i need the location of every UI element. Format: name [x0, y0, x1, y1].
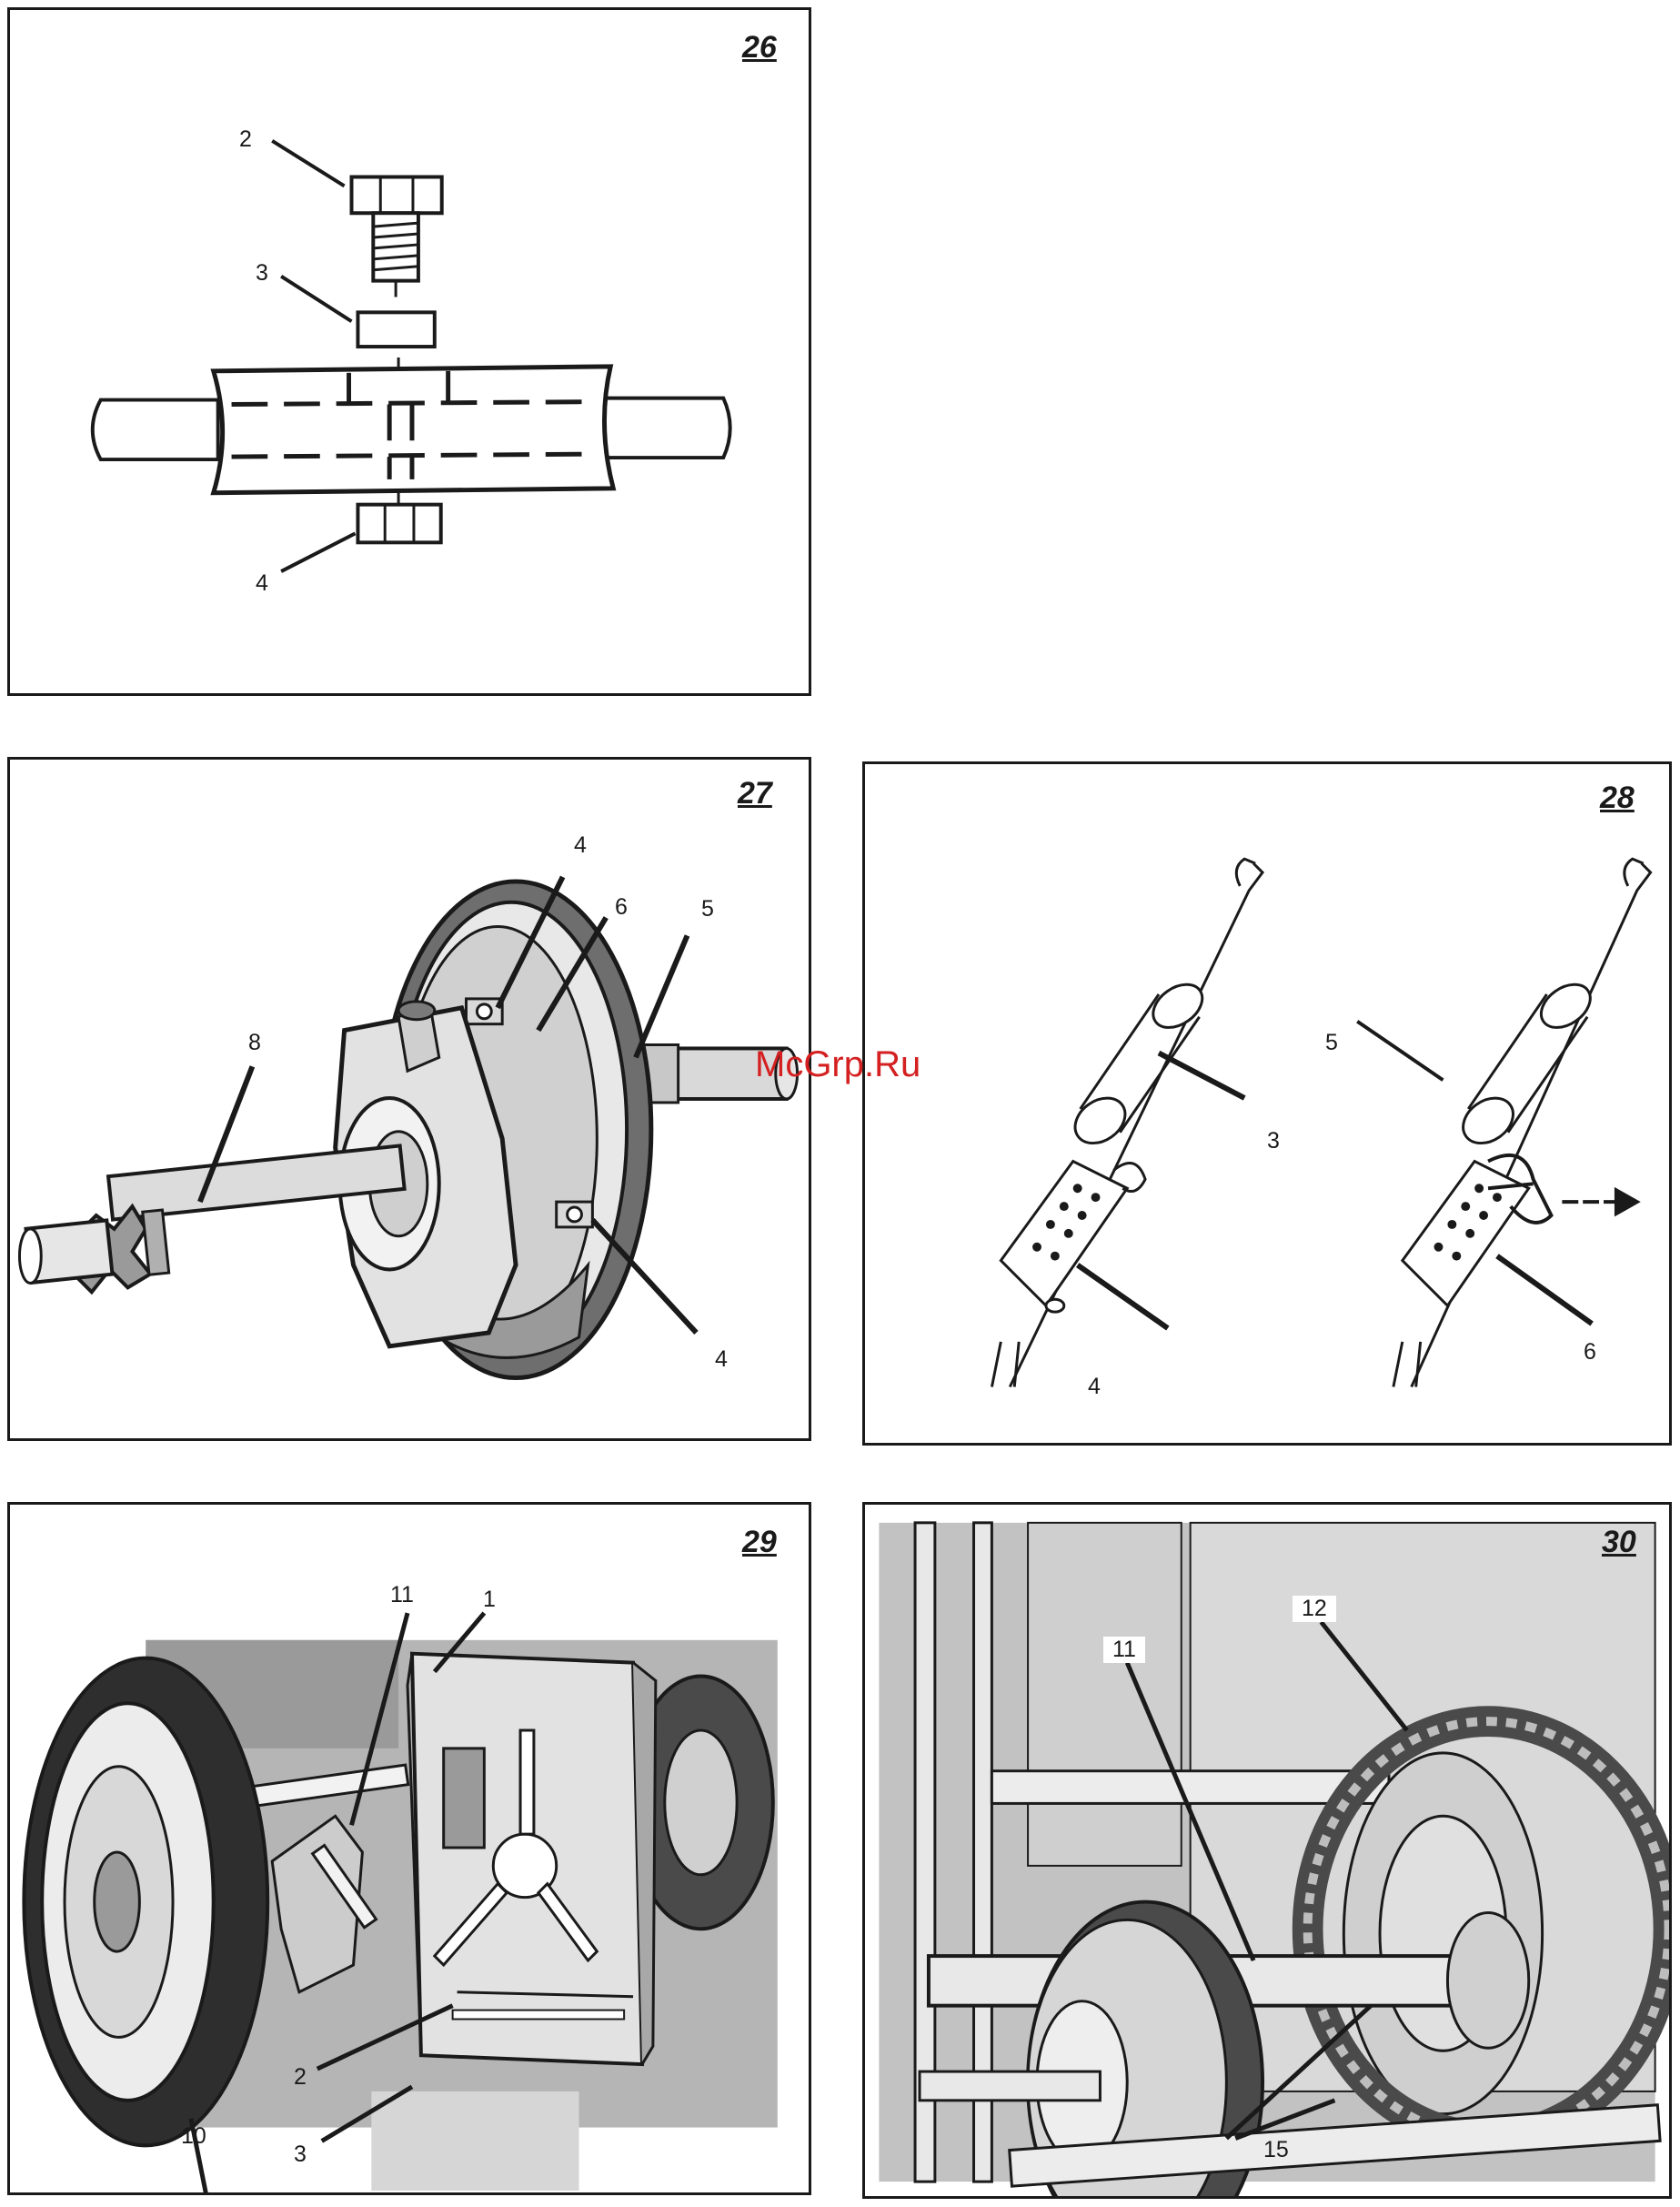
- figure-26-drawing: [10, 10, 809, 693]
- callout-4-bottom: 4: [715, 1346, 728, 1373]
- figure-28-panel: 28 3 4 5 6: [862, 761, 1672, 1446]
- callout-4: 4: [256, 570, 268, 597]
- cable-sleeve-left: [1067, 976, 1211, 1153]
- shaft-right: [601, 398, 729, 458]
- figure-30-number: 30: [1602, 1525, 1636, 1560]
- figure-27-drawing: [10, 760, 809, 1438]
- figure-30-panel: 30 12 11 15: [862, 1502, 1672, 2199]
- callout-2: 2: [294, 2064, 307, 2091]
- callout-5: 5: [1325, 1030, 1338, 1056]
- figure-29-panel: 29 11 1 2 3 10: [7, 1502, 811, 2195]
- callout-1: 1: [483, 1587, 496, 1613]
- figure-28-number: 28: [1600, 781, 1635, 816]
- watermark: McGrp.Ru: [755, 1044, 920, 1085]
- figure-27-number: 27: [738, 776, 772, 811]
- callout-10: 10: [181, 2123, 206, 2150]
- mounting-bolt-bottom: [557, 1202, 593, 1227]
- callout-8: 8: [248, 1030, 261, 1056]
- direction-arrow-icon: [1562, 1190, 1636, 1214]
- bolt-head: [352, 177, 442, 214]
- callout-2: 2: [239, 126, 252, 153]
- callout-5: 5: [701, 896, 714, 922]
- callout-3: 3: [1267, 1128, 1280, 1154]
- callout-11: 11: [1103, 1637, 1145, 1663]
- figure-30-drawing: [865, 1505, 1669, 2196]
- callout-4-top: 4: [574, 832, 587, 859]
- cable-sleeve-right: [1454, 976, 1598, 1153]
- figure-27-panel: 27 4 6 5 8 4: [7, 757, 811, 1441]
- mounting-bolt-top: [466, 999, 502, 1024]
- callout-15: 15: [1263, 2137, 1289, 2163]
- callout-3: 3: [256, 260, 268, 287]
- figure-26-number: 26: [742, 30, 777, 66]
- figure-26-panel: 26 2 3 4: [7, 7, 811, 696]
- callout-6: 6: [1584, 1339, 1596, 1366]
- adjuster-plate-right: [1403, 1161, 1529, 1305]
- callout-3: 3: [294, 2141, 307, 2168]
- callout-4: 4: [1088, 1374, 1101, 1400]
- callout-11: 11: [390, 1582, 414, 1608]
- figure-29-number: 29: [742, 1525, 777, 1560]
- spacer: [357, 312, 434, 347]
- shaft-left: [93, 400, 218, 459]
- callout-6: 6: [615, 894, 628, 921]
- nut: [357, 505, 440, 543]
- callout-12: 12: [1293, 1596, 1336, 1622]
- figure-28-drawing: [865, 764, 1669, 1443]
